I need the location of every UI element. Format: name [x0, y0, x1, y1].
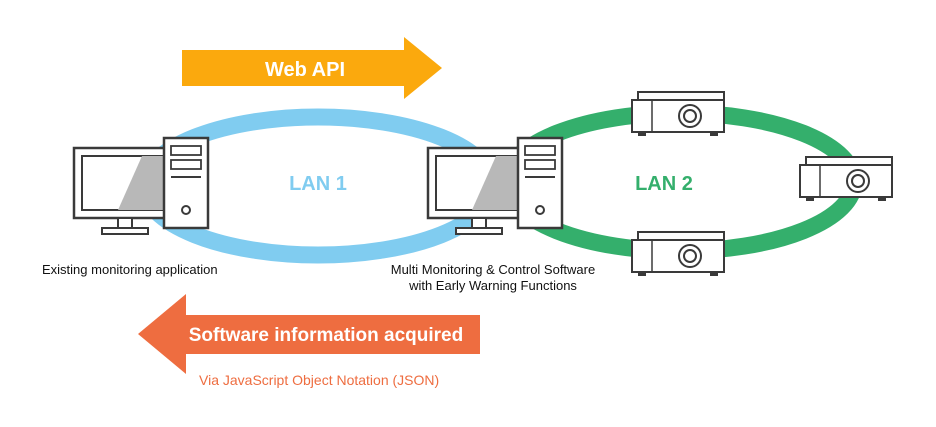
desktop-computer-icon — [72, 136, 210, 236]
projector-icon — [799, 156, 893, 202]
web-api-arrow — [182, 37, 442, 99]
control-pc-caption: Multi Monitoring & Control Software with… — [380, 262, 606, 294]
lan1-label: LAN 1 — [289, 173, 347, 195]
existing-monitoring-pc — [72, 136, 210, 236]
projector-right — [799, 156, 893, 202]
control-software-pc — [426, 136, 564, 236]
software-info-arrow — [138, 294, 480, 374]
projector-bottom — [631, 231, 725, 277]
control-pc-caption-line1: Multi Monitoring & Control Software — [390, 262, 596, 277]
projector-icon — [631, 91, 725, 137]
software-info-label: Software information acquired — [189, 325, 463, 346]
lan2-label: LAN 2 — [635, 173, 693, 195]
json-subtitle: Via JavaScript Object Notation (JSON) — [199, 372, 440, 388]
projector-top — [631, 91, 725, 137]
web-api-label: Web API — [265, 59, 345, 81]
desktop-computer-icon — [426, 136, 564, 236]
existing-pc-caption: Existing monitoring application — [42, 262, 218, 277]
projector-icon — [631, 231, 725, 277]
control-pc-caption-line2: with Early Warning Functions — [409, 278, 577, 293]
